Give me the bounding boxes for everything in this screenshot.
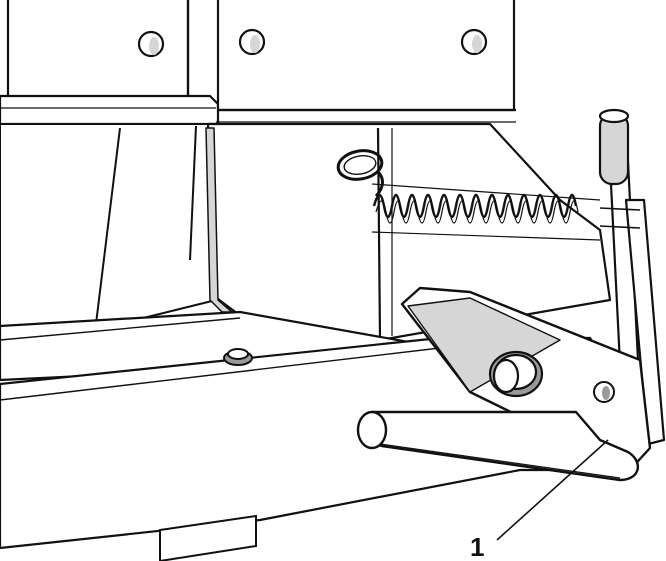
top-right-bracket xyxy=(216,0,516,123)
latch-pin xyxy=(488,350,544,398)
center-housing xyxy=(205,122,612,342)
tension-spring xyxy=(371,183,601,241)
bolt-hole-left-inner xyxy=(149,37,159,55)
beam-bolt xyxy=(223,348,253,366)
callout-leader-line xyxy=(496,439,609,541)
top-left-bracket xyxy=(0,0,220,126)
latch-hook-arm xyxy=(356,410,639,482)
foot-block xyxy=(159,514,257,561)
bolt-hole-center-inner xyxy=(250,35,260,53)
pivot-hole xyxy=(593,381,615,403)
bolt-hole-right-inner xyxy=(472,35,482,53)
left-support-body xyxy=(0,123,217,341)
callout-label-1: 1 xyxy=(470,532,484,561)
